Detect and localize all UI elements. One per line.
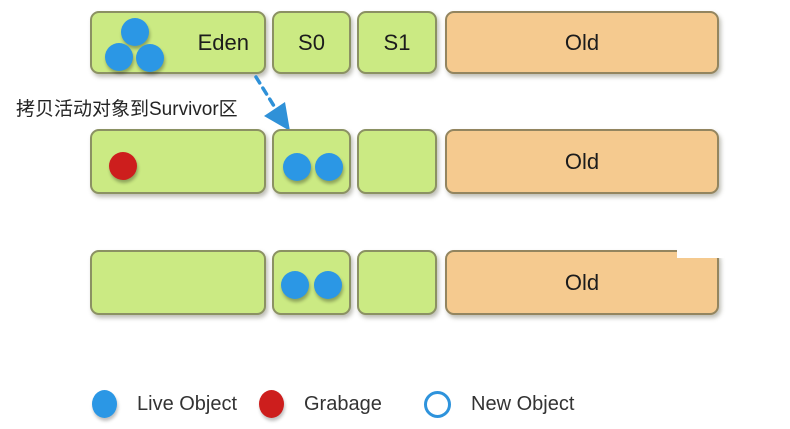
garbage-object-dot: [109, 152, 137, 180]
new-object-swatch: [424, 390, 451, 418]
live-object-dot: [136, 44, 164, 72]
heap-box-row3-old: Old: [445, 250, 719, 315]
white-notch-overlay: [677, 226, 724, 258]
legend-label: New Object: [471, 392, 575, 415]
heap-box-row2-old: Old: [445, 129, 719, 194]
live-object-dot: [281, 271, 309, 299]
live-object-dot: [314, 271, 342, 299]
copy-to-survivor-annotation: 拷贝活动对象到Survivor区: [16, 99, 238, 120]
old-label: Old: [564, 29, 600, 55]
legend-item-garbage: Grabage: [259, 389, 382, 419]
garbage-object-swatch: [259, 390, 284, 418]
live-object-dot: [105, 43, 133, 71]
old-label: Old: [564, 269, 600, 295]
heap-box-row3-s0: [272, 250, 351, 315]
legend-label: Live Object: [137, 392, 238, 415]
heap-box-row3-s1: [357, 250, 437, 315]
eden-label: Eden: [197, 29, 249, 55]
heap-box-row1-s1: S1: [357, 11, 437, 74]
live-object-swatch: [92, 390, 117, 418]
heap-box-row2-eden: [90, 129, 266, 194]
s0-label: S0: [298, 29, 325, 55]
legend-item-new-object: New Object: [424, 389, 574, 419]
live-object-dot: [121, 18, 149, 46]
heap-box-row2-s1: [357, 129, 437, 194]
legend-label: Grabage: [304, 392, 382, 415]
live-object-dot: [315, 153, 343, 181]
legend-item-live-object: Live Object: [92, 389, 237, 419]
heap-box-row3-eden: [90, 250, 266, 315]
heap-box-row1-s0: S0: [272, 11, 351, 74]
old-label: Old: [564, 148, 600, 174]
s1-label: S1: [383, 29, 411, 55]
heap-box-row1-old: Old: [445, 11, 719, 74]
heap-box-row1-eden: Eden: [90, 11, 266, 74]
heap-box-row2-s0: [272, 129, 351, 194]
live-object-dot: [283, 153, 311, 181]
